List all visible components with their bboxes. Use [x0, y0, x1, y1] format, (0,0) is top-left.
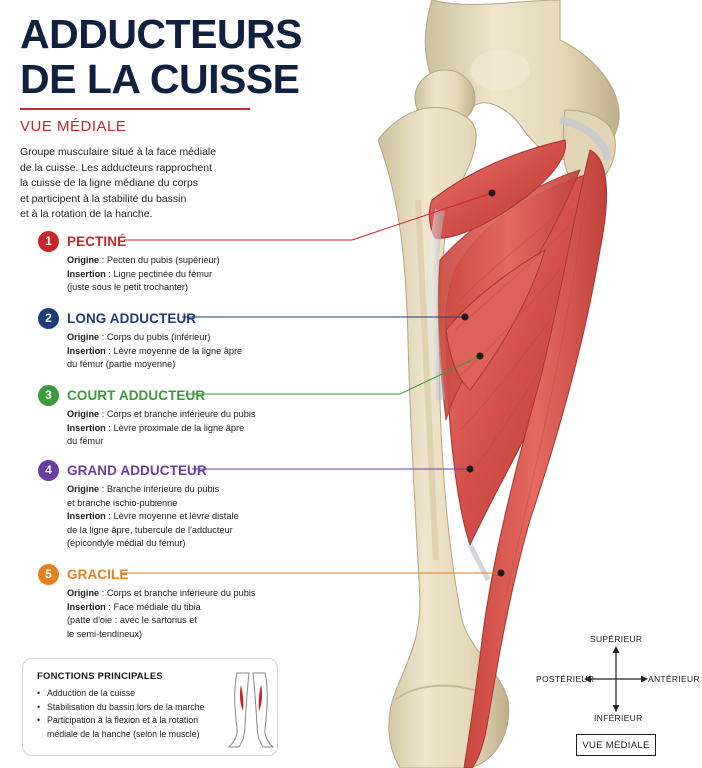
- line-label: Insertion: [67, 601, 106, 612]
- line-text: de la ligne âpre, tubercule de l'adducte…: [67, 524, 233, 535]
- dot-court-adducteur: [476, 352, 484, 360]
- line-text: : Branche inférieure du pubis: [99, 484, 220, 494]
- muscle-name: PECTINÉ: [67, 233, 127, 249]
- number-badge: 4: [38, 459, 59, 481]
- line-text: du fémur: [67, 436, 104, 446]
- line-label: Insertion: [67, 268, 106, 279]
- line-text: : Corps et branche inférieure du pubis: [99, 588, 256, 598]
- function-item: Participation à la flexion et à la rotat…: [37, 714, 227, 741]
- dot-grand-adducteur: [466, 465, 474, 473]
- line-text: : Lèvre moyenne de la ligne âpre: [105, 345, 243, 356]
- line-label: Insertion: [67, 345, 106, 356]
- line-text: (juste sous le petit trochanter): [67, 282, 189, 292]
- compass-label-left: POSTÉRIEUR: [536, 674, 595, 684]
- leader-line-pectine-angle: [351, 192, 493, 241]
- legs-icon: [227, 672, 275, 748]
- muscle-entry-grand-adducteur: 4 GRAND ADDUCTEUR Origine : Branche infé…: [38, 458, 338, 551]
- line-text: et branche ischio-pubienne: [67, 497, 178, 508]
- leader-line-court-adducteur-angle: [399, 355, 481, 395]
- compass-label-right: ANTÉRIEUR: [648, 674, 700, 684]
- number-badge: 5: [38, 563, 59, 585]
- line-text: : Corps et branche inférieure du pubis: [99, 409, 256, 419]
- line-text: : Lèvre moyenne et lèvre distale: [105, 511, 239, 521]
- intro-text: Groupe musculaire situé à la face médial…: [20, 145, 245, 223]
- muscle-entry-gracile: 5 GRACILE Origine : Corps et branche inf…: [38, 562, 338, 641]
- muscle-entry-court-adducteur: 3 COURT ADDUCTEUR Origine : Corps et bra…: [38, 383, 338, 449]
- muscle-name: GRAND ADDUCTEUR: [67, 462, 207, 478]
- compass-label-top: SUPÉRIEUR: [590, 634, 643, 644]
- function-item: Adduction de la cuisse: [37, 687, 227, 701]
- line-text: le semi-tendineux): [67, 628, 143, 639]
- functions-title: FONCTIONS PRINCIPALES: [37, 671, 163, 682]
- intro-line: la cuisse de la ligne médiane du corps: [20, 177, 199, 189]
- line-text: : Ligne pectinée du fémur: [105, 268, 213, 279]
- line-label: Origine: [67, 409, 100, 419]
- line-text: : Pecten du pubis (supérieur): [99, 255, 220, 265]
- view-subtitle: VUE MÉDIALE: [20, 118, 127, 135]
- dot-gracile: [497, 569, 505, 577]
- line-label: Origine: [67, 588, 100, 598]
- intro-line: de la cuisse. Les adducteurs rapprochent: [20, 161, 213, 174]
- line-text: du fémur (partie moyenne): [67, 359, 176, 369]
- dot-long-adducteur: [461, 313, 469, 321]
- page-title: ADDUCTEURS DE LA CUISSE: [20, 11, 303, 102]
- number-badge: 2: [38, 307, 59, 329]
- compass-label-bottom: INFÉRIEUR: [594, 713, 643, 723]
- line-label: Insertion: [67, 422, 106, 433]
- dot-pectine: [488, 189, 496, 197]
- line-text: (épicondyle médial du fémur): [67, 538, 186, 548]
- line-text: : Lèvre proximale de la ligne âpre: [105, 422, 245, 433]
- functions-list: Adduction de la cuisse Stabilisation du …: [37, 687, 227, 741]
- line-label: Insertion: [67, 511, 106, 521]
- muscle-name: COURT ADDUCTEUR: [67, 387, 206, 403]
- title-divider: [20, 108, 250, 110]
- line-label: Origine: [67, 255, 100, 265]
- muscle-name: GRACILE: [67, 566, 129, 582]
- view-badge: VUE MÉDIALE: [576, 734, 656, 756]
- line-text: : Corps du pubis (inférieur): [99, 332, 211, 342]
- intro-line: et participent à la stabilité du bassin: [20, 192, 187, 205]
- functions-box: FONCTIONS PRINCIPALES Adduction de la cu…: [22, 658, 278, 756]
- title-line-2: DE LA CUISSE: [20, 56, 300, 102]
- function-item: Stabilisation du bassin lors de la march…: [37, 701, 227, 715]
- number-badge: 1: [38, 230, 59, 252]
- muscle-entry-long-adducteur: 2 LONG ADDUCTEUR Origine : Corps du pubi…: [38, 306, 338, 372]
- title-line-1: ADDUCTEURS: [20, 11, 303, 57]
- medial-fascia: [428, 209, 445, 401]
- line-text: (patte d'oie : avec le sartorius et: [67, 615, 197, 625]
- leader-lines: [122, 189, 505, 577]
- pubic-tendon: [559, 116, 612, 161]
- intro-line: Groupe musculaire situé à la face médial…: [20, 146, 217, 158]
- intro-line: et à la rotation de la hanche.: [20, 208, 153, 220]
- line-text: : Face médiale du tibia: [105, 601, 201, 612]
- number-badge: 3: [38, 384, 59, 406]
- muscle-entry-pectine: 1 PECTINÉ Origine : Pecten du pubis (sup…: [38, 229, 338, 295]
- muscle-name: LONG ADDUCTEUR: [67, 310, 197, 326]
- adductor-tendon: [467, 543, 491, 582]
- line-label: Origine: [67, 332, 100, 342]
- court-adducteur-muscle: [445, 248, 546, 391]
- orientation-compass: [584, 646, 648, 712]
- line-label: Origine: [67, 484, 100, 494]
- gracile-muscle: [463, 149, 607, 768]
